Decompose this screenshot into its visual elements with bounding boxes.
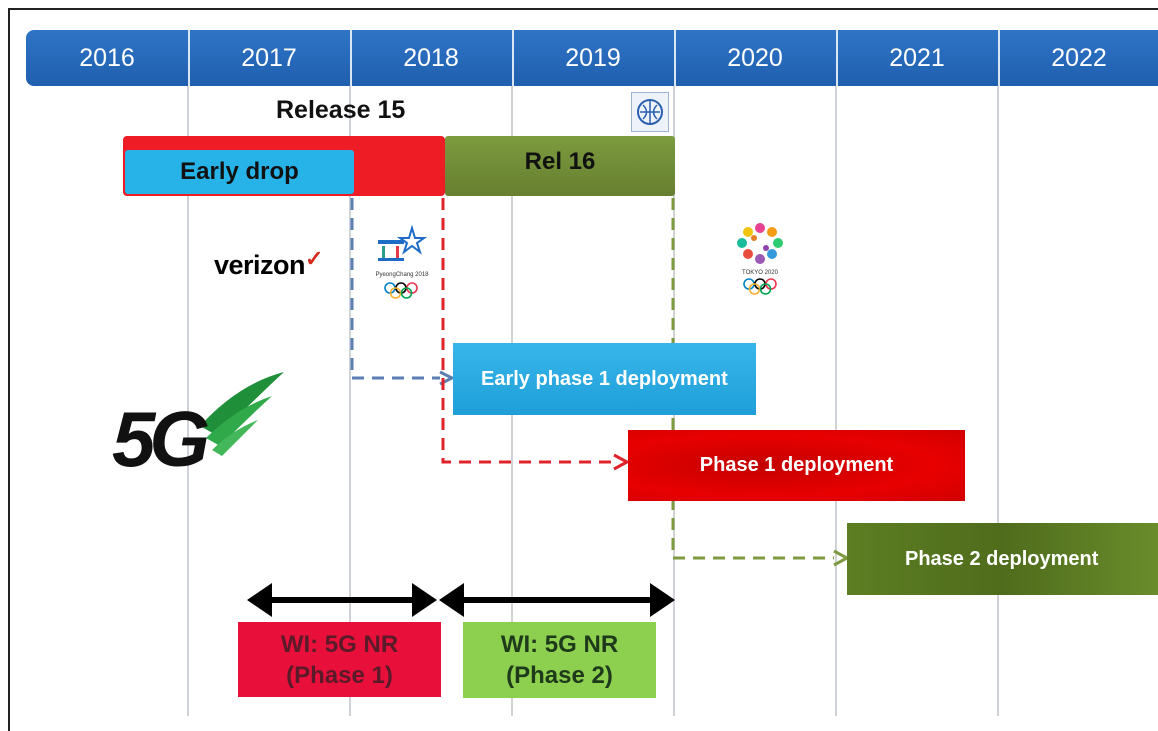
early-phase-1-deployment-bar: Early phase 1 deployment xyxy=(453,343,756,415)
phase-2-label: Phase 2 deployment xyxy=(905,547,1099,570)
early-drop-label: Early drop xyxy=(180,158,299,185)
wi-phase-1-line1: WI: 5G NR xyxy=(280,630,399,658)
phase-1-label: Phase 1 deployment xyxy=(699,454,894,476)
early-phase-1-label: Early phase 1 deployment xyxy=(481,367,728,390)
wi-5g-nr-phase-2-box: WI: 5G NR (Phase 2) xyxy=(463,622,656,698)
year-label: 2017 xyxy=(241,43,297,72)
wi-phase-2-line2: (Phase 2) xyxy=(506,662,613,689)
rel-16-label: Rel 16 xyxy=(524,148,596,175)
itu-logo-icon xyxy=(631,92,669,132)
wi-phase-2-line1: WI: 5G NR xyxy=(500,631,619,658)
pyeongchang-caption: PyeongChang 2018 xyxy=(375,272,429,278)
5g-wordmark: 5G xyxy=(112,395,210,483)
diagram-frame xyxy=(8,8,1158,731)
gridline xyxy=(835,86,837,716)
tokyo-olympics-logo: TOKYO 2020 xyxy=(730,218,790,302)
pyeongchang-olympics-logo: PyeongChang 2018 xyxy=(368,222,436,302)
phase-2-deployment-bar: Phase 2 deployment xyxy=(847,523,1158,595)
5g-logo: 5G xyxy=(108,366,298,496)
verizon-wordmark: verizon xyxy=(214,250,306,280)
phase-1-deployment-bar: Phase 1 deployment xyxy=(628,430,965,501)
early-drop-bar: Early drop xyxy=(125,150,354,194)
year-label: 2020 xyxy=(727,43,783,72)
year-label: 2018 xyxy=(403,43,459,72)
wi-5g-nr-phase-1-box: WI: 5G NR (Phase 1) xyxy=(238,622,441,697)
tokyo-caption: TOKYO 2020 xyxy=(742,270,778,276)
wi-phase-2-arrow xyxy=(439,583,675,617)
year-header-bar: 2016 2017 2018 2019 2020 2021 2022 xyxy=(26,30,1158,86)
release-15-label: Release 15 xyxy=(276,96,406,124)
year-label: 2016 xyxy=(79,43,135,72)
gridline xyxy=(349,86,351,716)
rel-16-bar: Rel 16 xyxy=(445,136,675,196)
verizon-logo: verizon✓ xyxy=(214,246,323,280)
year-label: 2022 xyxy=(1051,43,1107,72)
wi-phase-1-arrow xyxy=(247,583,437,617)
year-label: 2021 xyxy=(889,43,945,72)
year-label: 2019 xyxy=(565,43,621,72)
gridline xyxy=(997,86,999,716)
wi-phase-1-line2: (Phase 1) xyxy=(286,661,393,689)
gridline xyxy=(187,86,189,716)
